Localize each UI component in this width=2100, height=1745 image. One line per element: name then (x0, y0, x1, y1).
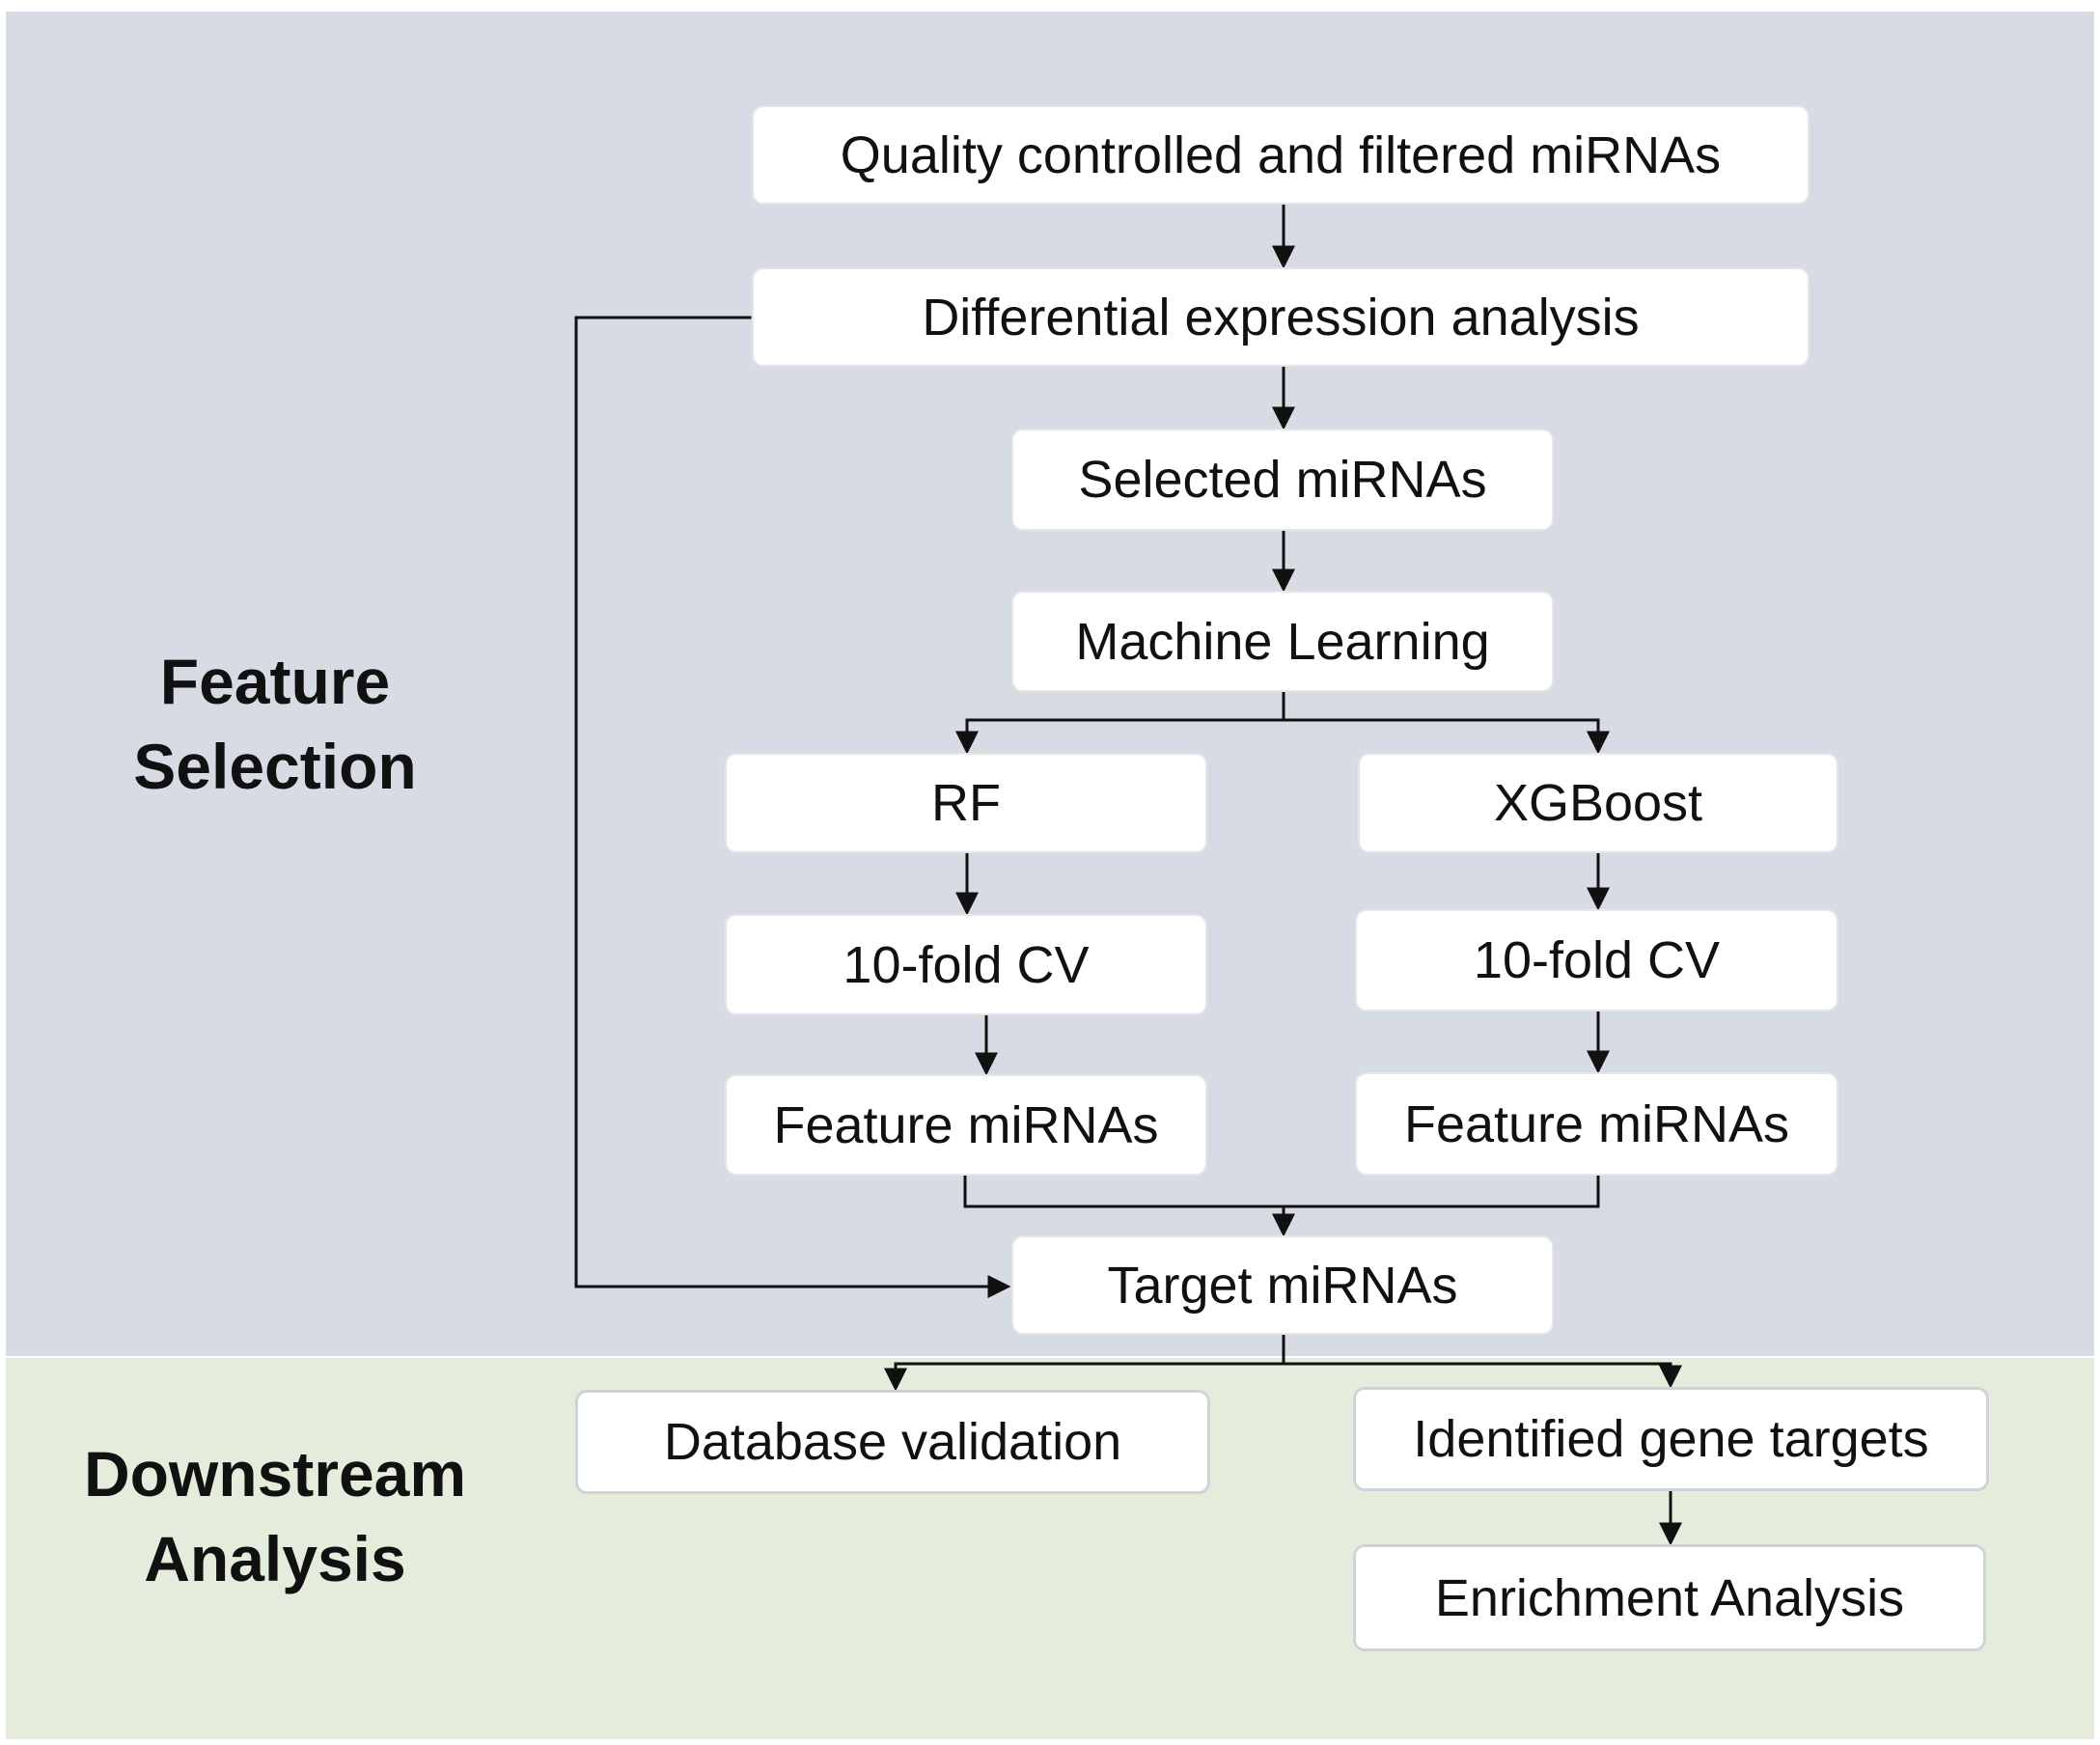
feature-selection-line-2: Selection (133, 731, 417, 802)
feature-selection-label: Feature Selection (68, 639, 483, 809)
downstream-analysis-line-1: Downstream (83, 1438, 467, 1510)
xgboost-box: XGBoost (1358, 753, 1838, 853)
quality-filtered-mirnas-box: Quality controlled and filtered miRNAs (752, 105, 1810, 205)
database-validation-box: Database validation (575, 1390, 1210, 1494)
cv-left-box: 10-fold CV (725, 914, 1207, 1015)
feature-mirnas-right-box: Feature miRNAs (1355, 1072, 1838, 1176)
downstream-analysis-label: Downstream Analysis (39, 1431, 511, 1601)
machine-learning-box: Machine Learning (1011, 591, 1554, 692)
enrichment-analysis-box: Enrichment Analysis (1353, 1544, 1986, 1651)
differential-expression-box: Differential expression analysis (752, 267, 1810, 367)
target-mirnas-box: Target miRNAs (1011, 1235, 1554, 1335)
rf-box: RF (725, 753, 1207, 853)
cv-right-box: 10-fold CV (1355, 909, 1838, 1011)
feature-mirnas-left-box: Feature miRNAs (725, 1074, 1207, 1176)
selected-mirnas-box: Selected miRNAs (1011, 429, 1554, 531)
feature-selection-line-1: Feature (159, 646, 391, 717)
identified-gene-targets-box: Identified gene targets (1353, 1387, 1989, 1491)
downstream-analysis-line-2: Analysis (144, 1523, 406, 1594)
